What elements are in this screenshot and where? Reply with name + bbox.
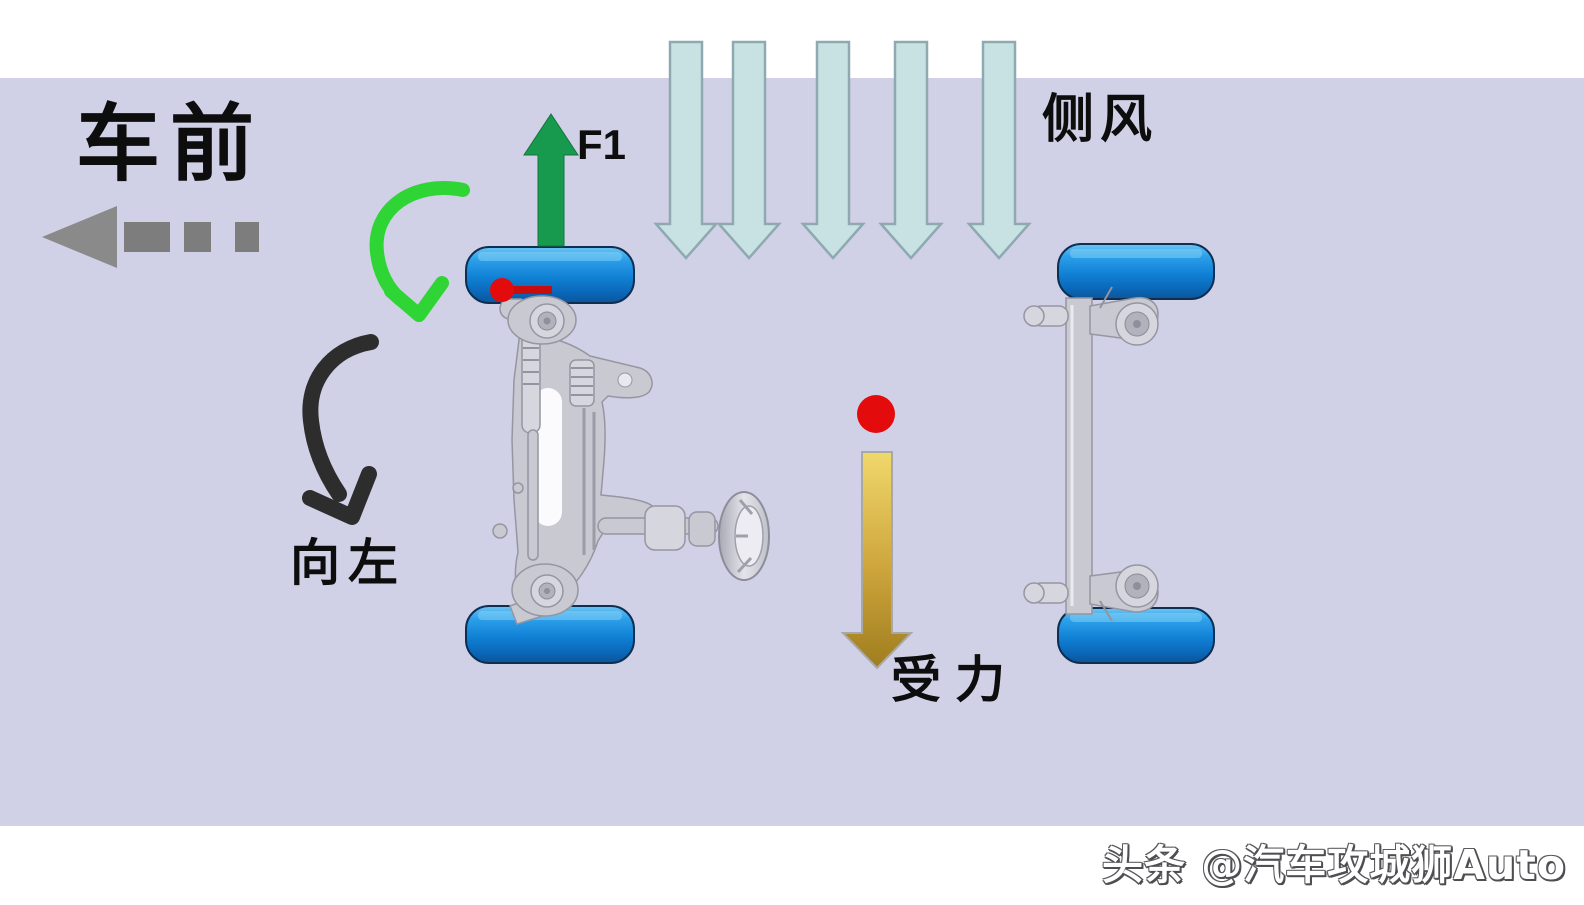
crosswind-arrow-3 — [801, 40, 865, 260]
cv-joint-inner — [688, 511, 716, 547]
torsion-beam-axle — [1023, 286, 1159, 622]
crosswind-arrows-icon — [654, 40, 1031, 260]
subframe-hole — [617, 372, 633, 388]
force-down-arrow-icon — [840, 451, 914, 670]
axle-bottom-pin — [1099, 600, 1113, 622]
bottom-knuckle-center — [544, 588, 550, 594]
strut-ribs — [523, 347, 539, 385]
lavender-background-band — [0, 78, 1584, 826]
bolt-1 — [492, 523, 508, 539]
pivot-dot — [490, 278, 514, 302]
coil-spring — [569, 359, 595, 407]
crosswind-arrow-4 — [879, 40, 943, 260]
f1-force-arrow-icon — [523, 113, 579, 247]
hub-cup-inner — [734, 505, 764, 567]
front-arrow-head — [42, 206, 117, 268]
cv-joint-outer — [644, 505, 686, 551]
bolt-2 — [512, 482, 524, 494]
axle-bottom-hub-center — [1133, 582, 1141, 590]
green-rotation-head — [384, 276, 449, 322]
axle-beam — [1065, 297, 1093, 615]
black-rotation-arrow-icon — [302, 334, 379, 525]
axle-bottom-bushing — [1023, 582, 1045, 604]
black-rotation-curve — [302, 334, 379, 502]
green-rotation-curve — [369, 181, 470, 306]
force-point-dot — [857, 395, 895, 433]
pivot-marker — [490, 278, 552, 302]
force-annotation — [840, 395, 914, 670]
f1-label: F1 — [577, 121, 627, 168]
watermark-text: 头条 @汽车攻城狮Auto — [1102, 841, 1566, 889]
rear-right-wheel-highlight — [1070, 613, 1202, 622]
front-arrow-dash-1 — [124, 222, 170, 252]
pivot-lever-line — [502, 286, 552, 294]
crosswind-arrow-2 — [717, 40, 781, 260]
axle-top-hub-center — [1133, 320, 1141, 328]
coil-spring-coils — [571, 367, 593, 396]
crosswind-arrow-5 — [967, 40, 1031, 260]
strut-rod — [527, 429, 539, 561]
force-applied-label: 受力 — [891, 651, 1019, 709]
green-rotation-arrow-icon — [369, 181, 470, 322]
multilink-suspension — [492, 295, 770, 625]
black-rotation-head — [302, 466, 377, 525]
front-direction-label: 车前 — [76, 95, 265, 193]
turn-left-label: 向左 — [290, 534, 406, 592]
hub-cup-spokes — [736, 499, 754, 574]
front-right-wheel-highlight — [1070, 249, 1202, 258]
front-arrow-dash-3 — [235, 222, 259, 252]
front-direction-arrow-icon — [42, 206, 259, 268]
axle-top-bushing — [1023, 305, 1045, 327]
crosswind-arrow-1 — [654, 40, 718, 260]
crosswind-label: 侧风 — [1042, 90, 1159, 150]
front-left-wheel-highlight — [478, 252, 622, 261]
top-knuckle-center — [543, 317, 551, 325]
subframe-highlight — [534, 388, 562, 526]
front-arrow-dash-2 — [184, 222, 211, 252]
axle-top-pin — [1099, 286, 1113, 309]
